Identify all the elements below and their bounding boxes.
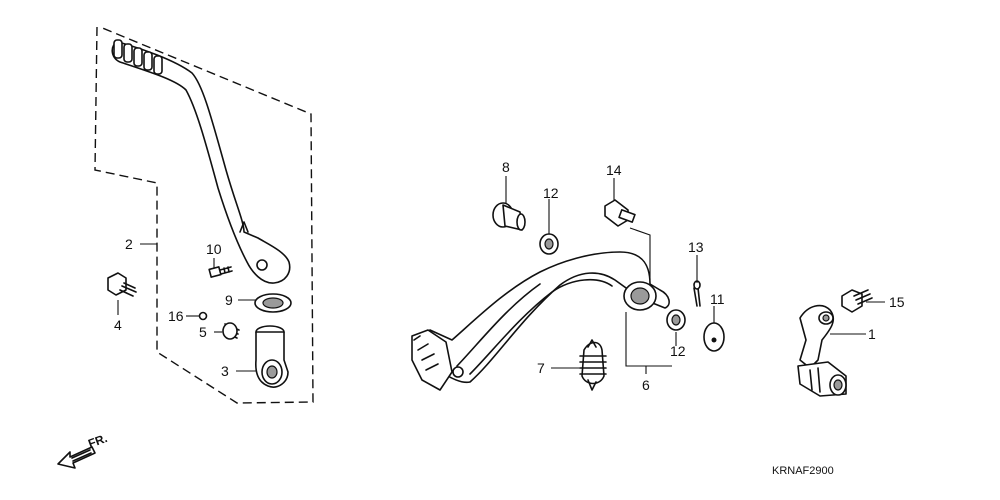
callout-4: 4 (114, 317, 122, 333)
kick-shaft (255, 325, 289, 388)
bolt-small (208, 266, 233, 278)
callout-9: 9 (225, 292, 233, 308)
return-spring (579, 339, 607, 391)
oil-seal (254, 293, 292, 313)
steel-ball (198, 311, 208, 321)
kick-starter-arm (111, 39, 291, 284)
callout-2: 2 (125, 236, 133, 252)
callout-5: 5 (199, 324, 207, 340)
front-direction-label: FR. (86, 431, 109, 451)
cotter-pin (693, 280, 701, 307)
clevis-pin (604, 199, 636, 227)
callout-7: 7 (537, 360, 545, 376)
brake-pedal (411, 251, 670, 391)
callout-8: 8 (502, 159, 510, 175)
callout-11: 11 (710, 291, 725, 307)
leader-lines (117, 176, 885, 374)
pivot-bolt (492, 202, 526, 231)
callout-10: 10 (206, 241, 222, 257)
lever-right (797, 304, 847, 397)
small-spring (222, 322, 240, 340)
washer-lower (666, 309, 686, 331)
callout-12-lower: 12 (670, 343, 686, 359)
callout-12-upper: 12 (543, 185, 559, 201)
callout-14: 14 (606, 162, 622, 178)
washer-upper (539, 233, 559, 255)
flange-bolt-left (107, 272, 137, 297)
kick-assembly-boundary (94, 26, 314, 404)
front-direction-arrow: FR. (57, 431, 109, 469)
callout-13: 13 (688, 239, 704, 255)
figure-code: KRNAF2900 (772, 465, 834, 477)
plain-washer (703, 322, 725, 352)
callout-3: 3 (221, 363, 229, 379)
callout-1: 1 (868, 326, 876, 342)
callout-6: 6 (642, 377, 650, 393)
flange-bolt-right (841, 289, 873, 313)
callout-16: 16 (168, 308, 184, 324)
callout-15: 15 (889, 294, 905, 310)
